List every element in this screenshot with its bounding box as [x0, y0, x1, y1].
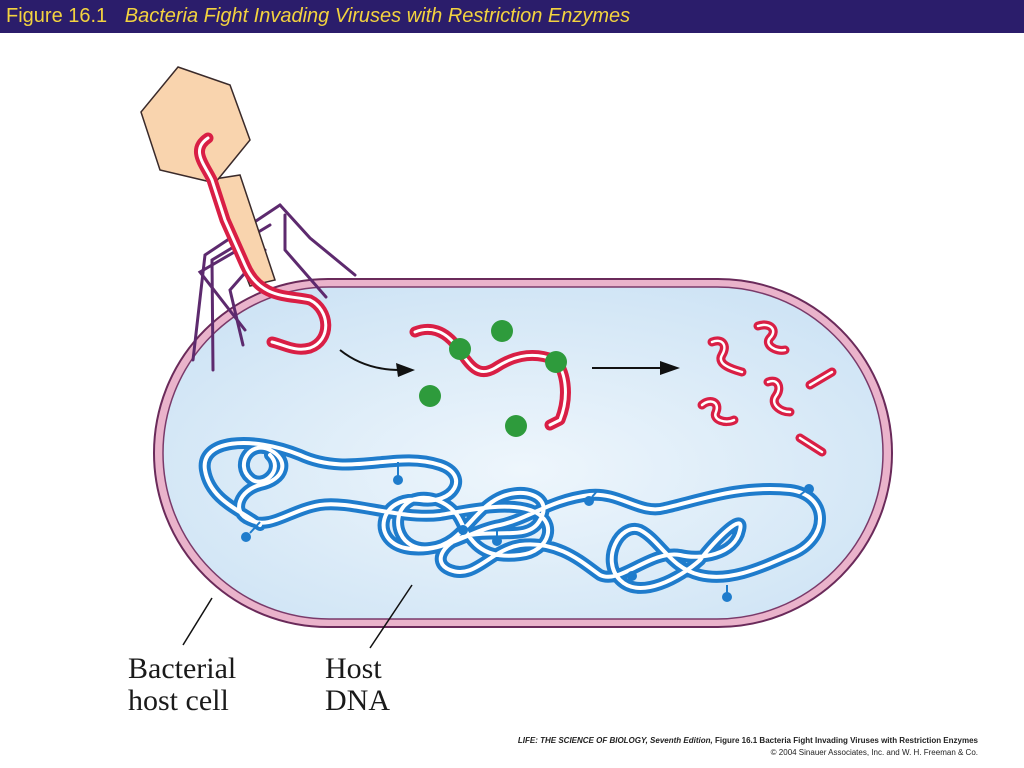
enzyme [449, 338, 471, 360]
host-dna-methyl-tags [241, 462, 814, 602]
host-dna [198, 437, 826, 594]
viral-dna-with-enzymes [409, 323, 571, 431]
enzyme [545, 351, 567, 373]
figure-title: Bacteria Fight Invading Viruses with Res… [124, 5, 631, 27]
bacterial-host-cell-label: Bacterial host cell [128, 652, 237, 717]
enzyme [505, 415, 527, 437]
process-arrow-1 [339, 349, 415, 377]
viral-dna-injecting [194, 132, 332, 355]
enzyme [491, 320, 513, 342]
phage-head [140, 66, 251, 184]
credit: LIFE: THE SCIENCE OF BIOLOGY, Seventh Ed… [518, 735, 978, 759]
enzyme [419, 385, 441, 407]
dna-pointer-line [369, 584, 413, 649]
copyright: © 2004 Sinauer Associates, Inc. and W. H… [770, 748, 978, 757]
cell-pointer-line [182, 597, 213, 646]
bacterial-cell [153, 278, 893, 628]
process-arrow-2 [592, 361, 680, 375]
host-dna-label: Host DNA [325, 652, 390, 717]
figure-number: Figure 16.1 [6, 5, 108, 27]
title-bar: Figure 16.1 Bacteria Fight Invading Viru… [0, 0, 1024, 33]
viral-dna-fragments [697, 320, 837, 457]
credit-line-1: LIFE: THE SCIENCE OF BIOLOGY, Seventh Ed… [517, 736, 978, 745]
diagram [140, 66, 893, 649]
restriction-enzymes [419, 320, 567, 437]
